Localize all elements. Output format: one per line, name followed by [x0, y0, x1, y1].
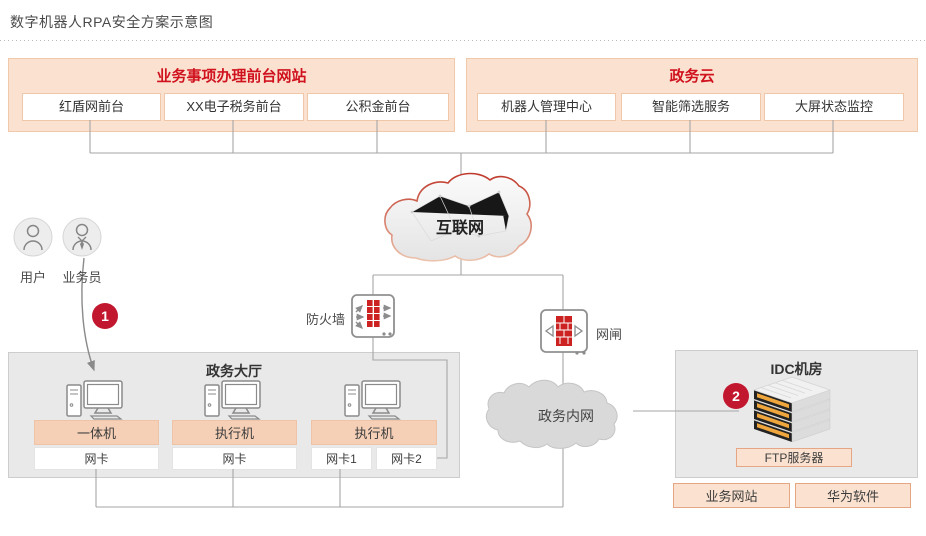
page-title: 数字机器人RPA安全方案示意图: [10, 14, 214, 30]
gov-cloud-item-2: 智能筛选服务: [621, 93, 761, 121]
gov-hall-title: 政务大厅: [206, 363, 262, 379]
idc-zone: IDC机房 FTP服务器: [675, 350, 918, 478]
front-site-item-2: XX电子税务前台: [164, 93, 304, 121]
front-sites-title: 业务事项办理前台网站: [156, 68, 307, 85]
ftp-server-label: FTP服务器: [736, 448, 852, 467]
front-site-item-1: 红盾网前台: [22, 93, 161, 121]
nic-2: 网卡: [172, 447, 297, 470]
front-site-item-3: 公积金前台: [307, 93, 449, 121]
gov-cloud-group: 政务云 机器人管理中心 智能筛选服务 大屏状态监控: [466, 58, 918, 132]
machine-label-3: 执行机: [311, 420, 437, 445]
huawei-software-box: 华为软件: [795, 483, 911, 508]
gov-cloud-item-3: 大屏状态监控: [764, 93, 904, 121]
title-divider: [0, 40, 926, 41]
gov-hall-zone: 政务大厅 一体机 执行机 执行机 网卡 网卡 网卡1 网卡2: [8, 352, 460, 478]
front-sites-group: 业务事项办理前台网站 红盾网前台 XX电子税务前台 公积金前台: [8, 58, 455, 132]
gov-cloud-title: 政务云: [669, 68, 715, 85]
business-website-box: 业务网站: [673, 483, 790, 508]
nic-3b: 网卡2: [376, 447, 437, 470]
nic-1: 网卡: [34, 447, 159, 470]
nic-3a: 网卡1: [311, 447, 372, 470]
gov-cloud-item-1: 机器人管理中心: [477, 93, 616, 121]
machine-label-2: 执行机: [172, 420, 297, 445]
machine-label-1: 一体机: [34, 420, 159, 445]
idc-title: IDC机房: [770, 361, 823, 377]
